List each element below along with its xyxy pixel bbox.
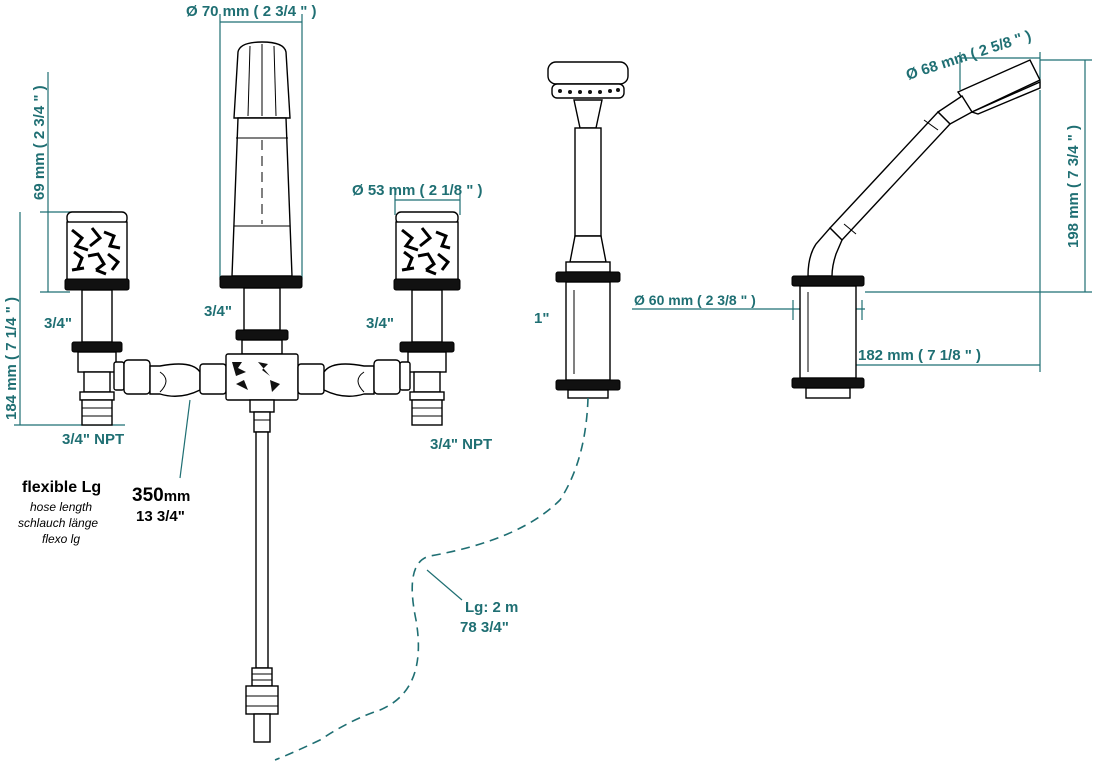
hose-labels: flexible Lg hose length schlauch länge f… [18, 479, 518, 636]
hose-line-2: schlauch länge [18, 516, 98, 530]
hose-length-in: 13 3/4" [136, 508, 185, 525]
manifold-pipes [113, 353, 411, 413]
holder-reach-label: 182 mm ( 7 1/8 " ) [858, 347, 981, 364]
dimension-labels: Ø 70 mm ( 2 3/4 " ) 69 mm ( 2 3/4 " ) 18… [3, 3, 1082, 420]
left-npt-label: 3/4" NPT [62, 431, 124, 448]
handshower-angled [791, 59, 1041, 399]
handle-diameter-label: Ø 53 mm ( 2 1/8 " ) [352, 182, 483, 199]
hose-length: 350mm [132, 485, 190, 506]
right-thread-label: 3/4" [366, 315, 394, 332]
left-handle-valve [64, 211, 130, 426]
shower-hose-length: Lg: 2 m [465, 599, 518, 616]
handshower-front [547, 61, 629, 399]
holder-diameter-label: Ø 60 mm ( 2 3/8 " ) [634, 292, 756, 308]
handshower-height-label: 198 mm ( 7 3/4 " ) [1065, 125, 1082, 248]
center-thread-label: 3/4" [204, 303, 232, 320]
hose-title: flexible Lg [22, 479, 101, 496]
hose-length-mm: 350 [132, 485, 164, 506]
shower-thread-label: 1" [534, 310, 549, 327]
shower-hose-length-in: 78 3/4" [460, 619, 509, 636]
center-spout [219, 41, 303, 355]
left-thread-label: 3/4" [44, 315, 72, 332]
center-hose [245, 411, 279, 743]
shower-hose-dashed [274, 397, 589, 761]
spout-diameter-label: Ø 70 mm ( 2 3/4 " ) [186, 3, 317, 20]
hose-length-unit: mm [164, 488, 191, 505]
right-handle-valve [393, 211, 461, 426]
right-npt-label: 3/4" NPT [430, 436, 492, 453]
hose-line-1: hose length [30, 500, 92, 514]
handle-height-label: 69 mm ( 2 3/4 " ) [31, 85, 48, 200]
dimension-lines [14, 14, 1092, 601]
hose-line-3: flexo lg [42, 532, 80, 546]
connection-labels: 3/4" 3/4" 3/4" 3/4" NPT 3/4" NPT 1" [44, 303, 549, 453]
total-height-label: 184 mm ( 7 1/4 " ) [3, 297, 20, 420]
